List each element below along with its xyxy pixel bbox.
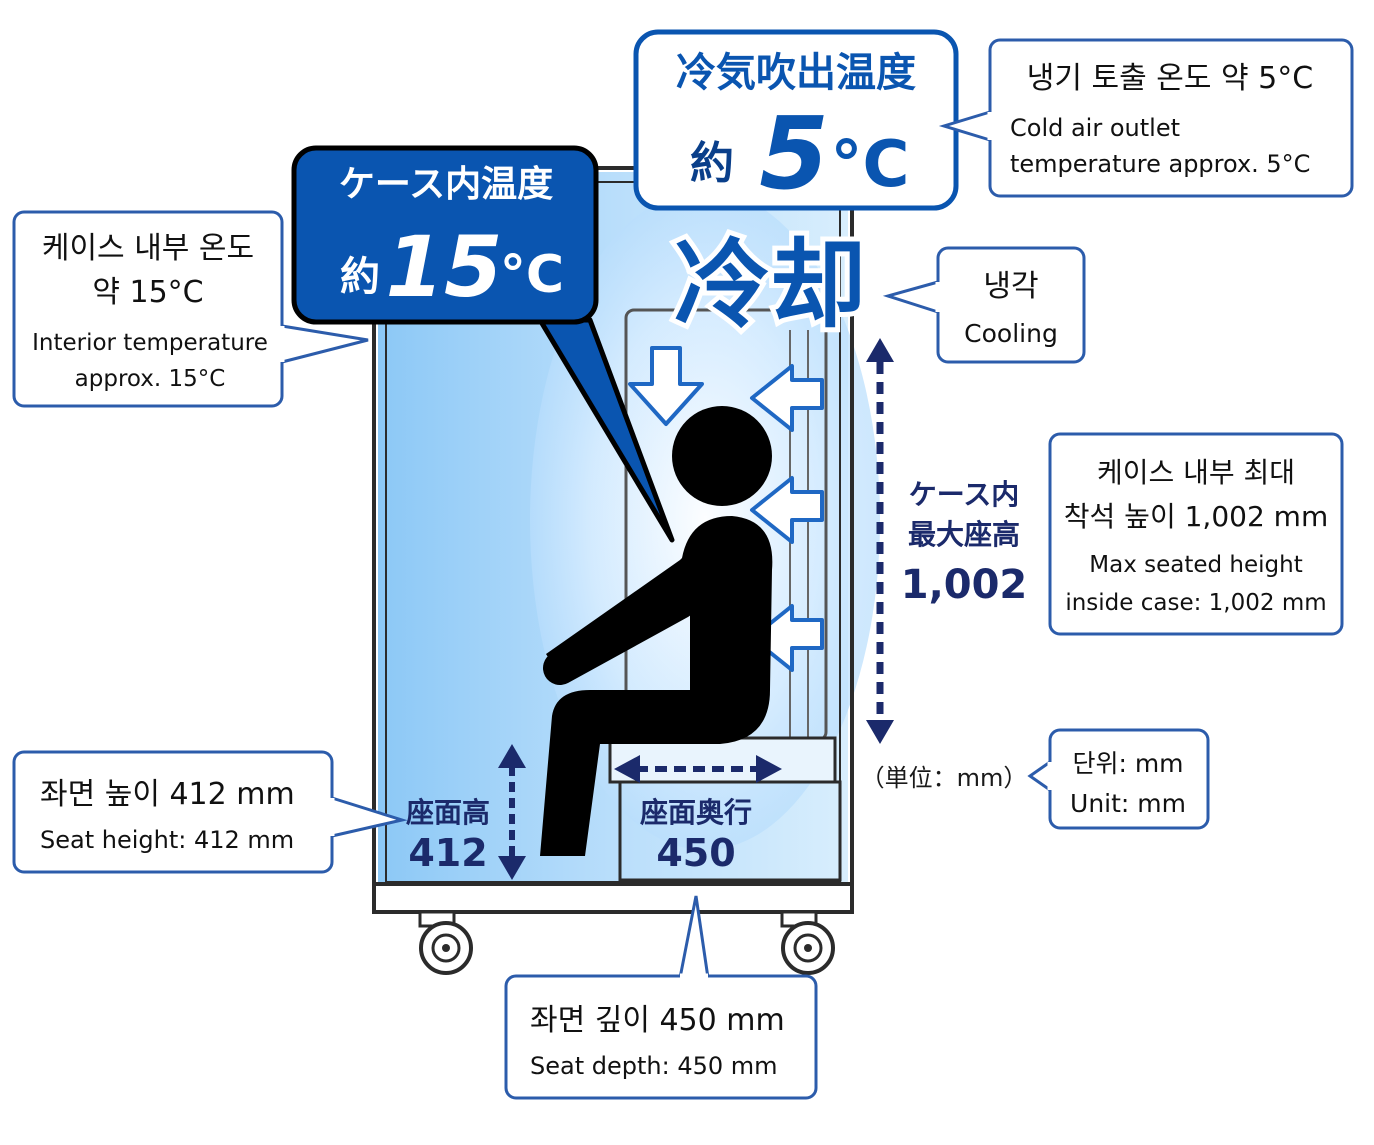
callout-seat-height-ko: 좌면 높이 412 mm	[40, 777, 295, 812]
max-seat-height-line2: 最大座高	[908, 518, 1020, 551]
arrow-left-icon	[750, 364, 824, 432]
dimension-arrow-up-icon	[498, 744, 526, 768]
callout-cold-air-ko: 냉기 토출 온도 약 5°C	[1027, 61, 1313, 96]
callout-cooling-en: Cooling	[964, 319, 1058, 348]
callout-cooling: 냉각 Cooling	[882, 246, 1086, 364]
max-seat-height-dimension: ケース内 最大座高 1,002	[866, 338, 1027, 744]
callout-seat-depth: 좌면 깊이 450 mm Seat depth: 450 mm	[504, 895, 818, 1100]
callout-max-height-en1: Max seated height	[1089, 552, 1302, 578]
max-seat-height-line1: ケース内	[909, 478, 1020, 511]
arrow-left-icon	[750, 476, 824, 544]
seat-height-value: 412	[408, 831, 487, 875]
callout-unit: 단위: mm Unit: mm	[1027, 728, 1210, 830]
callout-interior-en1: Interior temperature	[32, 330, 268, 356]
callout-max-height-ko1: 케이스 내부 최대	[1097, 456, 1295, 489]
case-structure	[372, 166, 880, 975]
case-base	[372, 882, 854, 914]
cold-air-unit: °C	[831, 128, 910, 202]
unit-label: （単位：mm）	[861, 764, 1028, 792]
dimension-arrow-right-icon	[756, 755, 782, 783]
callout-seat-height: 좌면 높이 412 mm Seat height: 412 mm	[12, 750, 408, 874]
callout-seat-depth-en: Seat depth: 450 mm	[530, 1052, 778, 1080]
callout-seat-height-en: Seat height: 412 mm	[40, 826, 294, 854]
seat-depth-title: 座面奥行	[640, 796, 752, 829]
callout-cooling-ko: 냉각	[983, 269, 1038, 304]
cold-air-temp-box: 冷気吹出温度 約 5 °C	[633, 29, 959, 212]
cool-glow	[530, 190, 880, 850]
callout-interior: 케이스 내부 온도 약 15°C Interior temperature ap…	[12, 210, 369, 408]
seat-height-dimension: 座面高 412	[406, 744, 526, 880]
arrow-down-icon	[628, 346, 704, 426]
dimension-arrow-down-icon	[498, 856, 526, 880]
callout-unit-ko: 단위: mm	[1072, 749, 1183, 778]
case-temp-prefix: 約	[340, 254, 380, 300]
callout-max-height-en2: inside case: 1,002 mm	[1065, 590, 1326, 616]
cold-air-arrows	[628, 346, 824, 672]
case-temp-title: ケース内温度	[339, 164, 553, 205]
case-temp-bubble: ケース内温度 約 15 °C	[291, 145, 675, 543]
cold-air-value: 5	[759, 95, 829, 212]
dimension-arrow-left-icon	[614, 755, 640, 783]
caster-left	[418, 910, 473, 975]
seat-depth-dimension: 座面奥行 450	[614, 755, 782, 875]
dimension-arrow-down-icon	[866, 720, 894, 744]
cooling-label: 冷却	[674, 229, 866, 341]
callout-cold-air: 냉기 토출 온도 약 5°C Cold air outlet temperatu…	[938, 38, 1354, 198]
cold-air-title: 冷気吹出温度	[676, 50, 916, 96]
seat-top	[608, 736, 837, 784]
callout-interior-ko2: 약 15°C	[92, 275, 203, 310]
case-temp-value: 15	[386, 218, 503, 316]
max-seat-height-value: 1,002	[901, 562, 1028, 608]
seat-height-title: 座面高	[406, 796, 490, 829]
seated-person-icon	[540, 406, 773, 856]
callout-cold-air-en1: Cold air outlet	[1010, 114, 1180, 142]
callout-max-height: 케이스 내부 최대 착석 높이 1,002 mm Max seated heig…	[1048, 432, 1344, 636]
case-temp-unit: °C	[500, 245, 564, 305]
callout-seat-depth-ko: 좌면 깊이 450 mm	[530, 1003, 785, 1038]
callout-interior-en2: approx. 15°C	[75, 366, 226, 392]
dimension-arrow-up-icon	[866, 338, 894, 362]
callout-max-height-ko2: 착석 높이 1,002 mm	[1064, 500, 1328, 533]
caster-right	[780, 910, 835, 975]
callout-unit-en: Unit: mm	[1070, 789, 1186, 818]
seat-depth-value: 450	[656, 831, 735, 875]
cold-air-prefix: 約	[690, 138, 734, 189]
callout-interior-ko1: 케이스 내부 온도	[42, 231, 254, 266]
arrow-left-icon	[750, 604, 824, 672]
callout-cold-air-en2: temperature approx. 5°C	[1010, 150, 1310, 178]
